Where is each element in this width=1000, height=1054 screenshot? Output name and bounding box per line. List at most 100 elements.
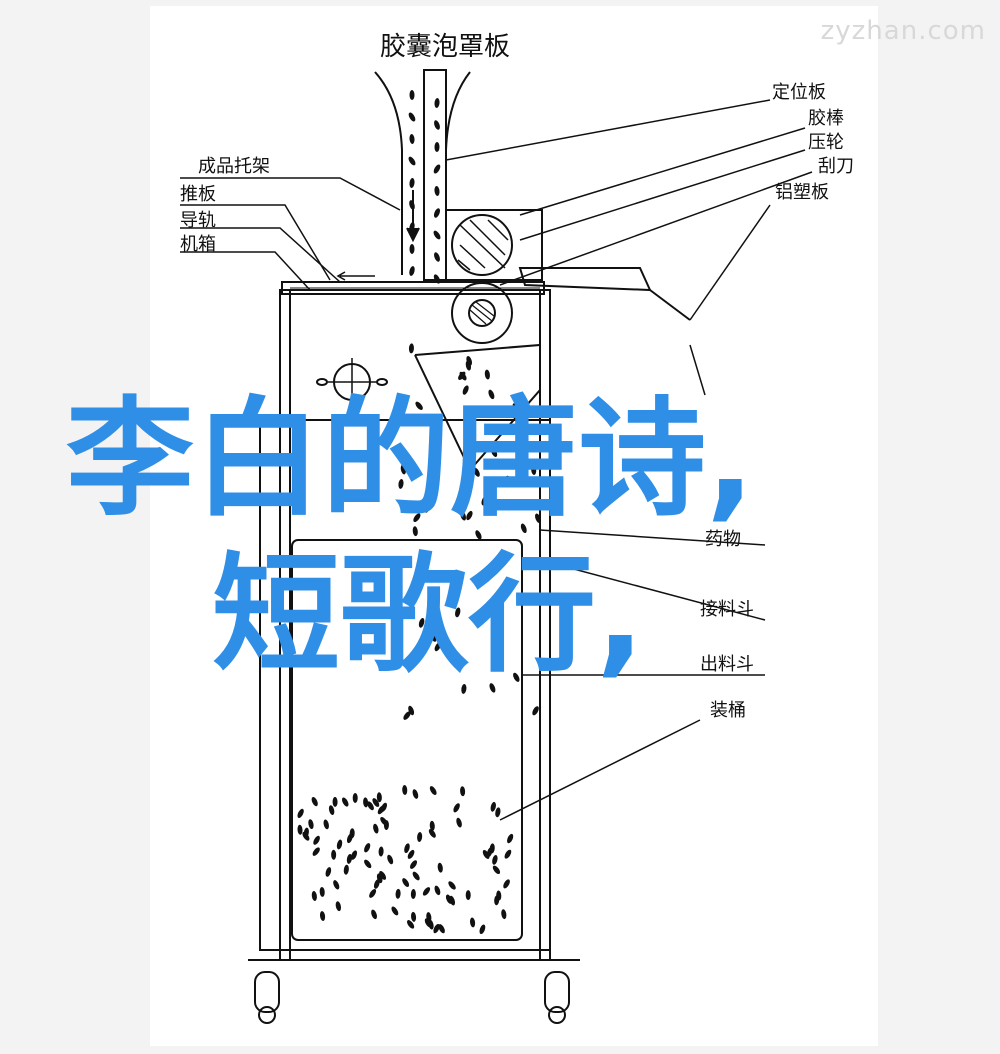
capsule-pill: [371, 909, 377, 920]
capsule-pill: [398, 478, 404, 489]
capsule-pill: [496, 890, 502, 901]
capsule-pill: [429, 786, 437, 795]
capsule-pill: [311, 796, 318, 807]
capsule-pill: [336, 839, 343, 850]
capsule-pill: [409, 244, 415, 254]
capsule-pill: [411, 911, 417, 922]
capsule-pill: [433, 923, 440, 934]
capsule-pill: [461, 683, 467, 694]
capsule-pill: [379, 871, 387, 880]
capsule-pill: [380, 816, 388, 826]
capsule-pill: [391, 906, 399, 916]
capsule-pill: [433, 164, 441, 174]
capsule-pill: [434, 186, 440, 196]
capsule-pill: [377, 805, 385, 815]
capsule-pill: [434, 142, 440, 152]
upper-housing: [445, 209, 543, 281]
capsule-pill: [489, 683, 496, 693]
capsule-pill: [448, 881, 456, 890]
diagram-title: 胶囊泡罩板: [380, 32, 510, 62]
diagram-panel: [150, 6, 878, 1046]
capsule-pill: [484, 369, 490, 380]
capsule-pill: [473, 467, 480, 477]
capsule-pill: [409, 222, 415, 232]
capsule-pill: [308, 819, 314, 830]
capsule-pill: [369, 889, 377, 898]
capsule-pill: [402, 878, 410, 887]
label-scraper: 刮刀: [818, 156, 854, 177]
capsule-pill: [311, 891, 317, 901]
label-medicine: 药物: [705, 529, 741, 550]
blister-band: [374, 71, 471, 275]
capsule-pill: [502, 591, 508, 602]
capsule-pill: [481, 495, 488, 506]
capsule-pill: [408, 156, 416, 166]
capsule-pill: [453, 803, 460, 813]
capsule-pill: [373, 879, 380, 889]
capsule-pill: [412, 789, 419, 799]
capsule-pill: [460, 786, 466, 797]
capsule-pill: [373, 823, 379, 834]
capsule-pill: [429, 820, 435, 831]
capsule-pill: [351, 850, 358, 860]
capsule-pill: [479, 924, 486, 935]
capsule-pill: [403, 711, 411, 720]
capsule-pill: [418, 617, 425, 628]
capsule-pill: [372, 798, 380, 807]
top-rail: [281, 281, 545, 295]
right-caster: [544, 971, 570, 1013]
capsule-pill: [407, 849, 415, 859]
capsule-pill: [512, 403, 520, 412]
capsule-pill: [409, 178, 415, 188]
capsule-pill: [492, 854, 498, 865]
capsule-pill: [503, 879, 510, 889]
capsule-pill: [343, 864, 349, 875]
capsule-pill: [413, 513, 421, 522]
capsule-pill: [532, 706, 539, 716]
inner-frame: [259, 419, 551, 951]
label-product-rack: 成品托架: [198, 156, 270, 177]
label-positioning-plate: 定位板: [772, 82, 826, 103]
capsule-pill: [333, 880, 340, 890]
capsule-pill: [434, 98, 440, 108]
capsule-pill: [328, 805, 335, 816]
label-bucket: 装桶: [710, 700, 746, 721]
capsule-pill: [319, 911, 326, 921]
capsule-pill: [312, 847, 320, 856]
capsule-pill: [412, 871, 420, 881]
capsule-pill: [489, 843, 495, 854]
capsule-pill: [445, 894, 453, 904]
capsule-pill: [434, 642, 442, 652]
capsule-pill: [424, 918, 432, 928]
capsule-pill: [429, 632, 437, 642]
capsule-pill: [521, 441, 530, 451]
capsule-pill: [433, 274, 441, 284]
capsule-pill: [422, 887, 431, 896]
capsule-pill: [319, 886, 325, 897]
collection-bucket: [291, 539, 523, 941]
capsule-pill: [495, 807, 501, 818]
capsule-pill: [520, 523, 527, 534]
label-glue-stick: 胶棒: [808, 108, 844, 129]
capsule-pill: [531, 464, 537, 475]
label-feed-hopper: 接料斗: [700, 599, 754, 620]
capsule-pill: [492, 865, 501, 875]
capsule-pill: [395, 888, 401, 899]
capsule-pill: [400, 464, 407, 475]
capsule-pill: [402, 785, 408, 796]
capsule-pill: [465, 890, 471, 901]
capsule-pill: [434, 252, 440, 262]
capsule-pill: [409, 134, 415, 144]
capsule-pill: [297, 808, 304, 819]
capsule-pill: [331, 849, 337, 860]
capsule-pill: [458, 371, 466, 380]
capsule-pill: [462, 385, 469, 395]
capsule-pill: [490, 447, 498, 457]
capsule-pill: [409, 90, 415, 100]
capsule-pill: [455, 607, 461, 618]
capsule-pill: [501, 909, 507, 920]
capsule-pill: [406, 920, 415, 929]
capsule-pill: [376, 792, 382, 803]
capsule-pill: [415, 401, 423, 410]
